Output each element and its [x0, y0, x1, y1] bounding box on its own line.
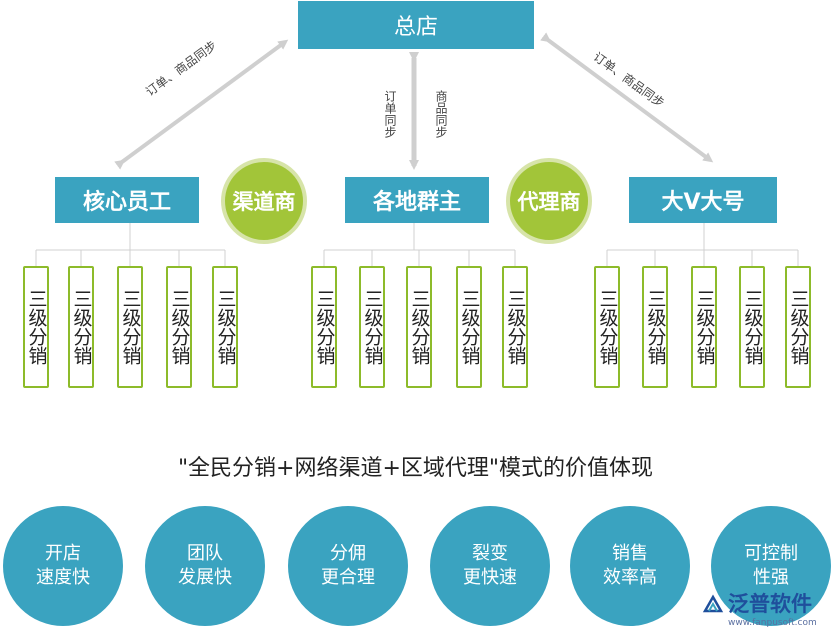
- value-line2: 更合理: [321, 567, 375, 588]
- value-circle: 开店 速度快: [3, 506, 123, 626]
- value-line2: 速度快: [36, 567, 90, 588]
- value-line2: 发展快: [178, 567, 232, 588]
- value-line1: 销售: [612, 543, 648, 564]
- sub-distributor: 三级分销: [642, 266, 668, 388]
- sub-distributor: 三级分销: [68, 266, 94, 388]
- value-line1: 可控制: [744, 543, 798, 564]
- logo-icon: [702, 594, 724, 613]
- branch-group-owners: 各地群主: [345, 177, 489, 223]
- value-line1: 分佣: [330, 543, 366, 564]
- value-line1: 裂变: [472, 543, 508, 564]
- arrow-left: [114, 39, 289, 170]
- value-circle: 裂变 更快速: [430, 506, 550, 626]
- value-line1: 团队: [187, 543, 223, 564]
- sub-distributor: 三级分销: [502, 266, 528, 388]
- value-circle: 销售 效率高: [570, 506, 690, 626]
- sub-distributor: 三级分销: [406, 266, 432, 388]
- hq-box: 总店: [298, 1, 534, 49]
- sub-distributor: 三级分销: [212, 266, 238, 388]
- arrow-right: [540, 32, 714, 163]
- sub-distributor: 三级分销: [359, 266, 385, 388]
- watermark-url: www.fanpusoft.com: [728, 618, 817, 628]
- sub-distributor: 三级分销: [23, 266, 49, 388]
- sync-label-goods: 商品同步: [434, 90, 448, 138]
- sub-distributor: 三级分销: [166, 266, 192, 388]
- branch-big-v: 大V大号: [629, 177, 777, 223]
- sub-distributor: 三级分销: [117, 266, 143, 388]
- tree-lines-2: [323, 223, 516, 266]
- watermark-text: 泛普软件: [728, 592, 812, 616]
- badge-agent: 代理商: [506, 158, 592, 244]
- watermark-main: 泛普软件: [702, 591, 812, 617]
- value-circle: 团队 发展快: [145, 506, 265, 626]
- value-circle: 可控制 性强: [711, 506, 831, 626]
- value-line2: 效率高: [603, 567, 657, 588]
- sub-distributor: 三级分销: [594, 266, 620, 388]
- value-line2: 更快速: [463, 567, 517, 588]
- badge-channel: 渠道商: [221, 158, 307, 244]
- branch-core-staff: 核心员工: [55, 177, 199, 223]
- sub-distributor: 三级分销: [739, 266, 765, 388]
- value-line1: 开店: [45, 543, 81, 564]
- tree-lines-3: [606, 223, 799, 266]
- sub-distributor: 三级分销: [456, 266, 482, 388]
- tree-lines-1: [35, 223, 226, 266]
- value-line2: 性强: [753, 567, 789, 588]
- value-circle: 分佣 更合理: [288, 506, 408, 626]
- sync-label-order: 订单同步: [383, 90, 397, 138]
- sub-distributor: 三级分销: [691, 266, 717, 388]
- watermark: 泛普软件 www.fanpusoft.com: [702, 591, 831, 637]
- sub-distributor: 三级分销: [311, 266, 337, 388]
- sub-distributor: 三级分销: [785, 266, 811, 388]
- headline: "全民分销+网络渠道+区域代理"模式的价值体现: [177, 456, 654, 481]
